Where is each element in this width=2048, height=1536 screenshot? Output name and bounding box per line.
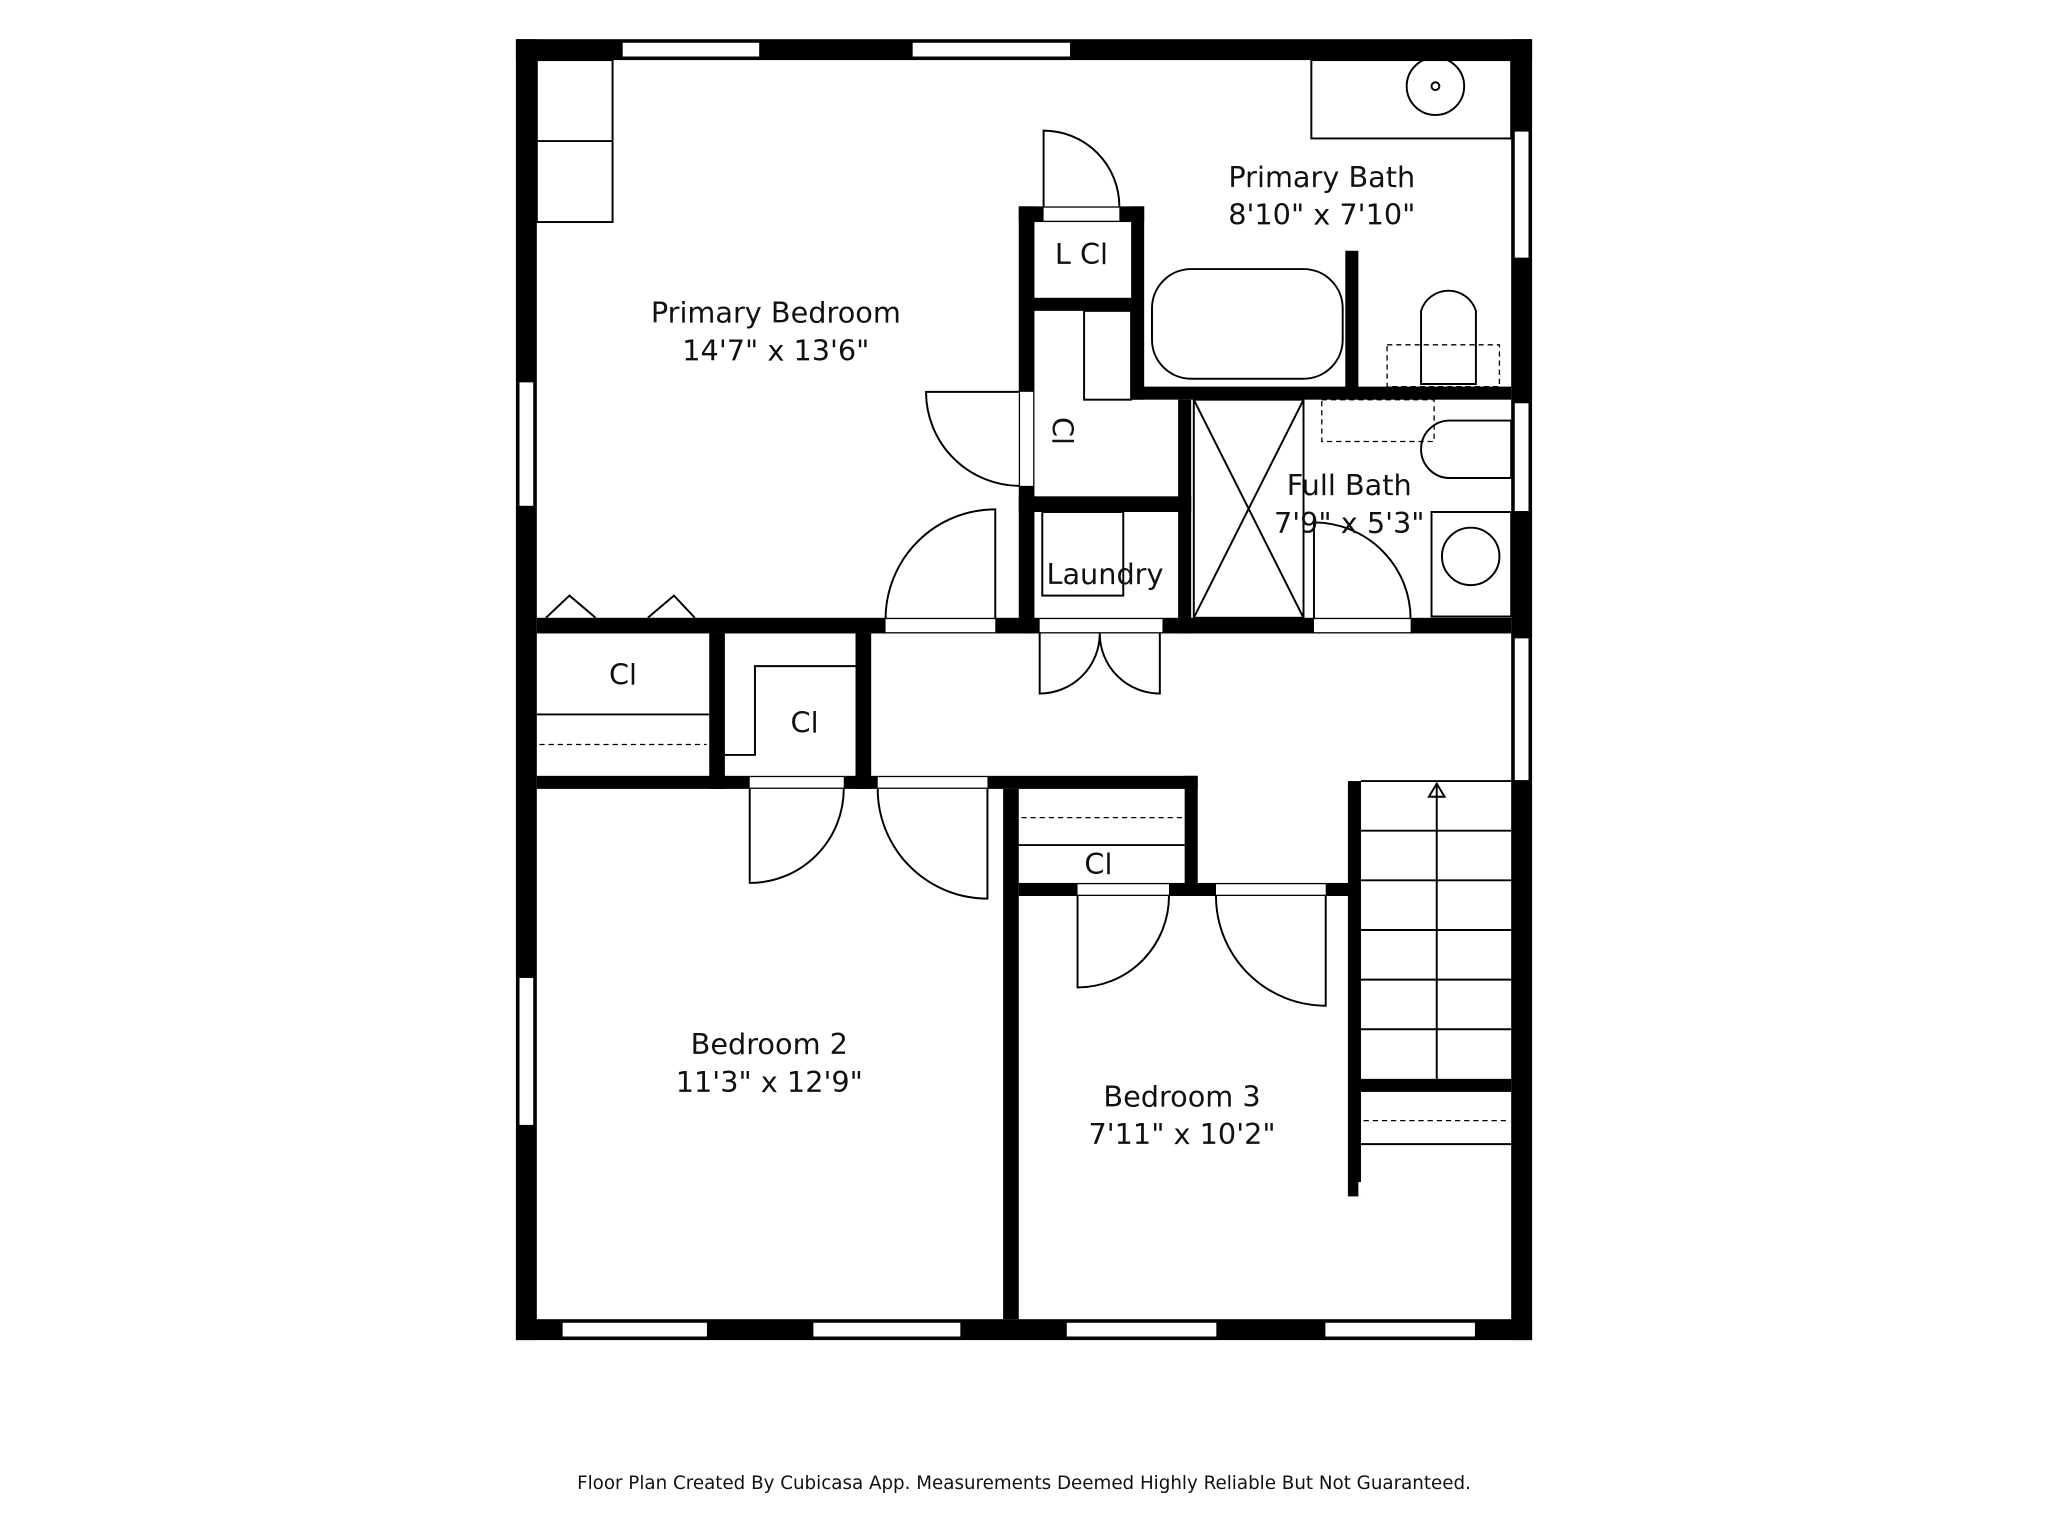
door-openings [749, 207, 1503, 1197]
fixtures [535, 56, 1513, 1146]
full-bath-size: 7'9" x 5'3" [1274, 506, 1425, 540]
bedroom-2-name: Bedroom 2 [691, 1027, 848, 1061]
bedroom-2-size: 11'3" x 12'9" [676, 1065, 863, 1099]
room-labels: Primary Bedroom 14'7" x 13'6" Primary Ba… [609, 160, 1425, 1151]
walls [515, 39, 1533, 1341]
bedroom-3-name: Bedroom 3 [1103, 1079, 1260, 1113]
closet-b-label: Cl [791, 706, 819, 740]
doors [545, 129, 1412, 1007]
laundry-label: Laundry [1046, 557, 1163, 591]
primary-bath-size: 8'10" x 7'10" [1228, 198, 1415, 232]
full-bath-name: Full Bath [1287, 468, 1412, 502]
primary-bath-name: Primary Bath [1228, 160, 1415, 194]
closet-a-label: Cl [609, 657, 637, 691]
stairs [1360, 780, 1512, 1146]
primary-bedroom-size: 14'7" x 13'6" [682, 333, 869, 367]
bedroom-3-size: 7'11" x 10'2" [1088, 1117, 1275, 1151]
windows [517, 40, 1531, 1339]
linen-closet-label: L Cl [1055, 237, 1108, 271]
footer-disclaimer: Floor Plan Created By Cubicasa App. Meas… [577, 1473, 1471, 1494]
primary-bedroom-name: Primary Bedroom [651, 296, 901, 330]
closet-vertical-label: Cl [1046, 417, 1080, 445]
closet-c-label: Cl [1084, 847, 1112, 881]
